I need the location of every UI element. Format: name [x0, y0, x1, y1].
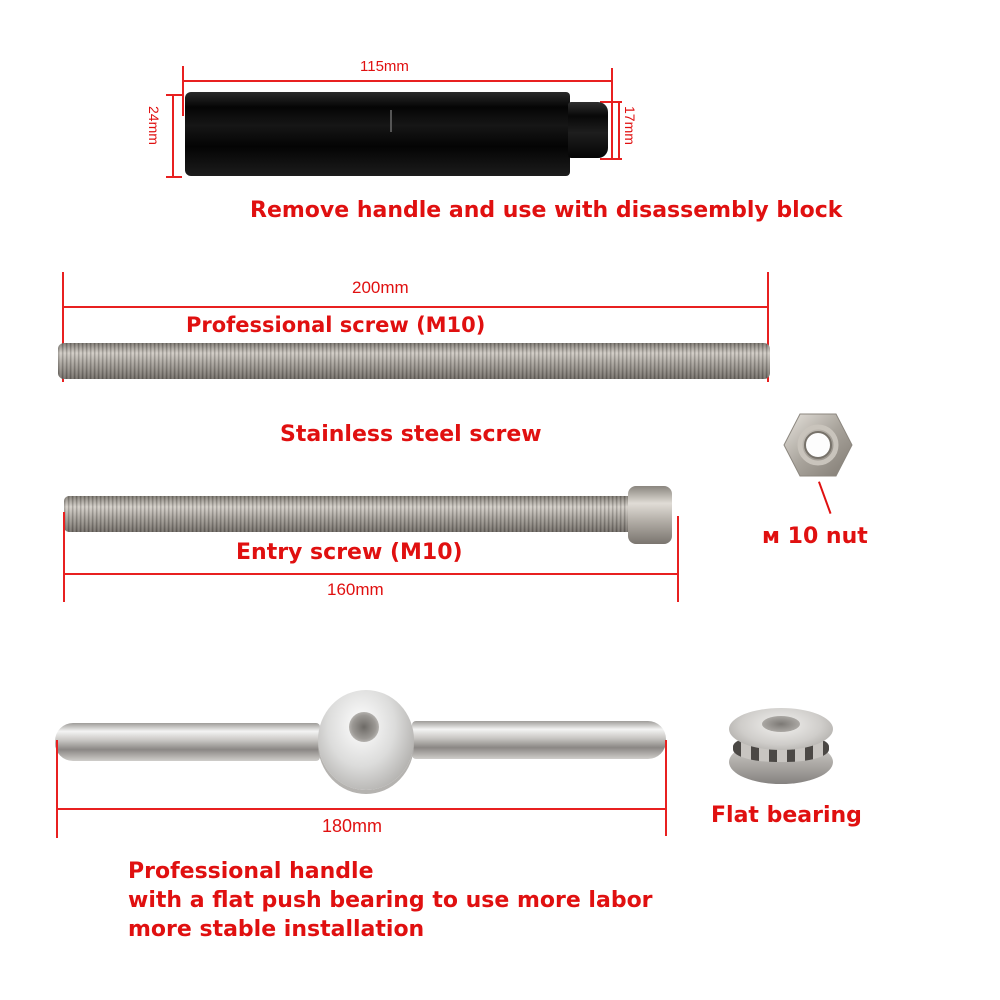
- dimension-line-180: [56, 808, 665, 810]
- dimension-tick: [665, 740, 667, 836]
- dimension-tick: [600, 101, 622, 103]
- professional-screw-rod: [58, 343, 770, 379]
- dimension-line-200: [62, 306, 767, 308]
- extension-tube-seam: [390, 110, 392, 132]
- handle-bar-right: [412, 721, 666, 759]
- dimension-line-17: [618, 101, 620, 158]
- extension-tube-caption: Remove handle and use with disassembly b…: [250, 198, 843, 223]
- dimension-tick: [611, 68, 613, 160]
- professional-screw-caption: Professional screw (M10): [186, 313, 486, 337]
- dimension-tick: [62, 272, 64, 382]
- entry-screw-shaft: [64, 496, 634, 532]
- dimension-tick: [63, 512, 65, 602]
- dimension-label-160mm: 160mm: [327, 580, 384, 599]
- dimension-label-115mm: 115mm: [360, 58, 409, 75]
- dimension-tick: [600, 158, 622, 160]
- handle-description-line-1: Professional handle: [128, 859, 374, 884]
- handle-description: Professional handle with a flat push bea…: [128, 857, 653, 944]
- handle-description-line-3: more stable installation: [128, 917, 425, 942]
- dimension-label-200mm: 200mm: [352, 278, 409, 297]
- dimension-label-24mm: 24mm: [146, 106, 162, 145]
- dimension-label-17mm: 17mm: [622, 106, 638, 145]
- handle-hub-thread-hole: [349, 712, 379, 742]
- dimension-tick: [182, 66, 184, 116]
- entry-screw-head: [628, 486, 672, 544]
- handle-bar-left: [55, 723, 320, 761]
- nut-pointer-line: [818, 481, 832, 514]
- handle-description-line-2: with a flat push bearing to use more lab…: [128, 888, 653, 913]
- dimension-line-160: [63, 573, 677, 575]
- bearing-caption: Flat bearing: [711, 803, 862, 828]
- bearing-hole: [762, 716, 800, 732]
- dimension-tick: [767, 272, 769, 382]
- dimension-tick: [56, 740, 58, 838]
- entry-screw-caption: Entry screw (M10): [236, 540, 463, 565]
- nut-caption: м 10 nut: [762, 524, 868, 549]
- dimension-label-180mm: 180mm: [322, 816, 383, 836]
- dimension-line-24: [172, 94, 174, 176]
- dimension-tick: [677, 516, 679, 602]
- stainless-steel-caption: Stainless steel screw: [280, 422, 542, 447]
- extension-tube-tip: [568, 102, 608, 158]
- dimension-tick: [166, 176, 182, 178]
- dimension-tick: [166, 94, 182, 96]
- extension-tube-body: [185, 92, 570, 176]
- hex-nut-icon: [783, 413, 853, 477]
- dimension-line-115: [182, 80, 612, 82]
